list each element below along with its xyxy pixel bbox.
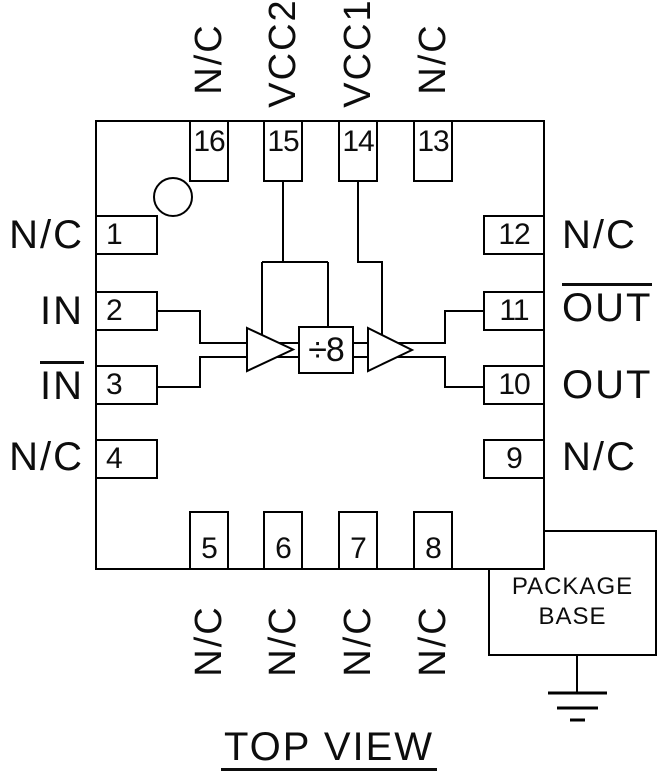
pin-number-16: 16 — [193, 125, 225, 158]
pin1-indicator-dot — [153, 177, 193, 217]
divider-block — [298, 326, 354, 374]
pin-pad-7 — [338, 511, 378, 570]
pin-pad-12 — [483, 215, 545, 255]
pin-label-2-in: IN — [40, 289, 84, 333]
pin-number-10: 10 — [498, 368, 530, 401]
pin-label-4-nc: N/C — [9, 435, 84, 479]
pin-number-15: 15 — [267, 125, 299, 158]
pin-number-5: 5 — [201, 532, 218, 565]
pin-label-6-nc: N/C — [262, 605, 304, 677]
wire-vcc1 — [357, 181, 383, 345]
pin-pad-13 — [413, 120, 453, 182]
pin-label-9-nc: N/C — [562, 435, 637, 479]
pin-number-13: 13 — [417, 125, 449, 158]
pin-number-1: 1 — [106, 218, 123, 251]
pin-label-15-vcc2: VCC2 — [262, 0, 304, 108]
package-base-line1: PACKAGE — [511, 573, 634, 600]
pin-number-6: 6 — [275, 532, 292, 565]
output-buffer-icon — [367, 326, 415, 373]
wire-vcc2 — [261, 181, 329, 345]
pin-label-1-nc: N/C — [9, 213, 84, 257]
pin-pad-6 — [263, 511, 303, 570]
pin-pad-9 — [483, 439, 545, 479]
pin-number-4: 4 — [106, 442, 123, 475]
package-base-label: PACKAGE BASE — [489, 572, 656, 632]
divider-label: ÷8 — [308, 330, 345, 369]
pin-pad-8 — [413, 511, 453, 570]
pin-pad-16 — [189, 120, 229, 182]
pin-label-12-nc: N/C — [562, 213, 637, 257]
pin-label-16-nc: N/C — [188, 23, 230, 95]
pin-pad-10 — [483, 365, 545, 405]
pin-pad-4 — [95, 439, 158, 479]
pin-label-14-vcc1: VCC1 — [337, 0, 379, 108]
pin-number-8: 8 — [425, 532, 442, 565]
pin-label-10-out: OUT — [562, 363, 653, 407]
pin-pad-15 — [263, 120, 303, 182]
pin-number-14: 14 — [342, 125, 374, 158]
pin-pad-11 — [483, 291, 545, 331]
package-base-line2: BASE — [538, 603, 607, 630]
input-buffer-icon — [246, 326, 296, 373]
pin-number-12: 12 — [498, 218, 530, 251]
pin-label-3-in-bar: IN — [0, 361, 84, 409]
pin-label-11-out-bar: OUT — [562, 283, 658, 331]
pin-number-3: 3 — [106, 368, 123, 401]
pin-pad-14 — [338, 120, 378, 182]
pin-number-9: 9 — [506, 442, 523, 475]
pin-pad-2 — [95, 291, 158, 331]
pin-label-7-nc: N/C — [337, 605, 379, 677]
pin-pad-1 — [95, 215, 158, 255]
pin-pad-5 — [189, 511, 229, 570]
pin-pad-3 — [95, 365, 158, 405]
pin-label-13-nc: N/C — [412, 23, 454, 95]
pin-label-5-nc: N/C — [188, 605, 230, 677]
pin-number-7: 7 — [350, 532, 367, 565]
pin-number-2: 2 — [106, 294, 123, 327]
overline-text: IN — [40, 361, 84, 406]
ground-icon — [548, 691, 607, 722]
pin-number-11: 11 — [499, 294, 529, 327]
diagram-title: TOP VIEW — [220, 727, 438, 771]
pin-label-8-nc: N/C — [412, 605, 454, 677]
overline-text: OUT — [562, 283, 653, 328]
